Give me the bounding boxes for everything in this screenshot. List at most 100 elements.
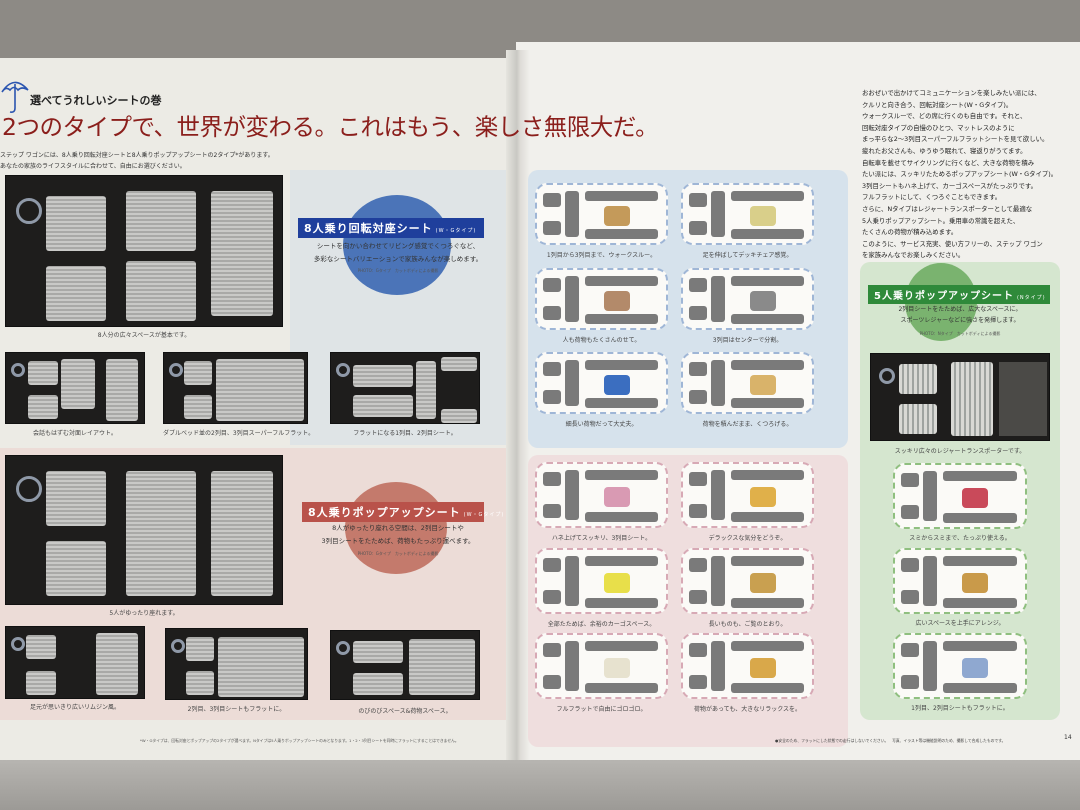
seat-shape [543,643,561,657]
banner-title: 8人乗りポップアップシート [308,506,461,519]
seat-shape [543,306,561,320]
photo-note: PHOTO：Gタイプ カットボディによる撮影 [357,268,439,273]
kicker: 選べてうれしいシートの巻 [30,94,162,107]
banner-note: (Nタイプ) [1016,295,1046,301]
photo-caption: 2列目、3列目シートもフラットに。 [187,706,286,713]
rotating-seat-banner: 8人乗り回転対座シート(W・Gタイプ) [298,218,484,238]
photo-limousine [5,626,145,699]
cargo-shape [962,658,988,678]
cargo-shape [603,375,630,395]
seat-shape [585,191,658,201]
table-surface [0,760,1080,810]
cargo-shape [603,487,630,507]
photo-caption: ダブルベッド並の2列目、3列目スーパーフルフラット。 [163,430,315,437]
seat-illustration [893,633,1027,699]
seat-shape [731,276,804,286]
cargo-shape [962,488,988,508]
umbrella-icon [1,81,29,113]
seat-shape [711,556,725,606]
body-line: 3列目シートもハネ上げて、カーゴスペースがたっぷりです。 [862,181,1038,190]
seat-illustration [681,633,814,699]
seat-shape [901,505,919,519]
seat-shape [585,470,658,480]
body-line: 5人乗りポップアップシート。乗用車の常識を超えた、 [862,216,1020,225]
seat-illustration [681,268,814,330]
cargo-shape [603,573,630,593]
seat-illustration [535,268,668,330]
cargo-shape [603,206,630,226]
illustration-caption: 全部たためば、余裕のカーゴスペース。 [547,621,656,628]
banner-note: (W・Gタイプ) [463,512,505,518]
body-line: 回転対座タイプの自慢のひとつ、マットレスのように [862,123,1015,132]
body-line: たくさんの荷物が積み込めます。 [862,228,958,237]
cargo-shape [749,487,776,507]
body-line: フルフラットにして、くつろぐこともできます。 [862,193,1002,202]
cargo-shape [749,291,776,311]
seat-illustration [535,352,668,414]
seat-shape [585,598,658,608]
seat-shape [543,362,561,376]
desc-line: 多彩なシートバリエーションで家族みんなが楽しめます。 [313,255,483,263]
page-number: 14 [1064,734,1072,741]
body-line: このように、サービス充実、使い方フリーの、ステップ ワゴン [862,239,1043,248]
seat-shape [689,390,707,404]
body-line: おおぜいで出かけてコミュニケーションを楽しみたい派には、 [862,89,1041,97]
seat-shape [731,314,804,324]
body-line: まっ平らな2〜3列目スーパーフルフラットシートを見て欲しい。 [862,135,1049,144]
illustration-caption: 荷物を積んだまま、くつろげる。 [702,421,793,428]
seat-shape [543,590,561,604]
body-line: 自転車を載せてサイクリングに行くなど、大きな荷物を積み [862,158,1035,167]
seat-shape [543,278,561,292]
seat-shape [689,362,707,376]
headline: 2つのタイプで、世界が変わる。これはもう、楽しさ無限大だ。 [2,113,659,141]
desc-line: 2列目シートをたためば、広大なスペースに。 [898,306,1022,313]
seat-illustration [893,463,1027,529]
seat-shape [689,504,707,518]
seat-shape [923,471,937,521]
seat-shape [711,641,725,691]
seat-shape [585,398,658,408]
seat-shape [731,512,804,522]
photo-full-flat [163,352,308,424]
cargo-shape [749,206,776,226]
photo-front-flat [330,352,480,424]
five-seat-banner: 5人乗りポップアップシート(Nタイプ) [868,285,1050,304]
blue-circle [343,195,451,295]
illustration-caption: 長いものも、ご覧のとおり。 [708,621,787,628]
seat-shape [901,643,919,657]
seat-shape [711,191,725,237]
cargo-shape [603,658,630,678]
seat-shape [689,590,707,604]
banner-note: (W・Gタイプ) [435,228,477,234]
seat-illustration [535,548,668,614]
seat-shape [689,675,707,689]
section3-desc: 2列目シートをたためば、広大なスペースに。 スポーツレジャーなどに強さを発揮しま… [860,304,1060,326]
seat-shape [543,221,561,235]
cargo-shape [749,375,776,395]
seat-shape [731,641,804,651]
left-footnote: *W・Gタイプは、回転対座とポップアップの2タイプが選べます。Nタイプは5人乗り… [140,738,459,743]
seat-shape [731,191,804,201]
photo-caption: 8人分の広々スペースが基本です。 [97,332,191,339]
body-line: たい派には、スッキリたためるポップアップシート(W・Gタイプ)。 [862,170,1058,179]
illustration-caption: 人も荷物もたくさんのせて。 [562,337,641,344]
seat-shape [943,513,1017,523]
seat-shape [585,683,658,693]
seat-shape [731,229,804,239]
seat-shape [543,472,561,486]
seat-shape [689,558,707,572]
illustration-caption: 3列目はセンターで分割。 [712,337,783,344]
photo-face-to-face [5,352,145,424]
seat-shape [585,229,658,239]
cargo-shape [749,658,776,678]
illustration-caption: ハネ上げてスッキリ、3列目シート。 [551,535,652,542]
seat-shape [689,278,707,292]
seat-shape [585,360,658,370]
cargo-shape [962,573,988,593]
body-line: さらに、Nタイプはレジャートランスポーターとして最適な [862,204,1033,213]
seat-shape [901,590,919,604]
seat-shape [543,390,561,404]
photo-caption: フラットになる1列目、2列目シート。 [353,430,457,437]
seat-shape [711,360,725,406]
right-footnote: ●安全のため、フラットにした状態での走行はしないでください。 写真、イラスト等は… [775,738,1006,743]
